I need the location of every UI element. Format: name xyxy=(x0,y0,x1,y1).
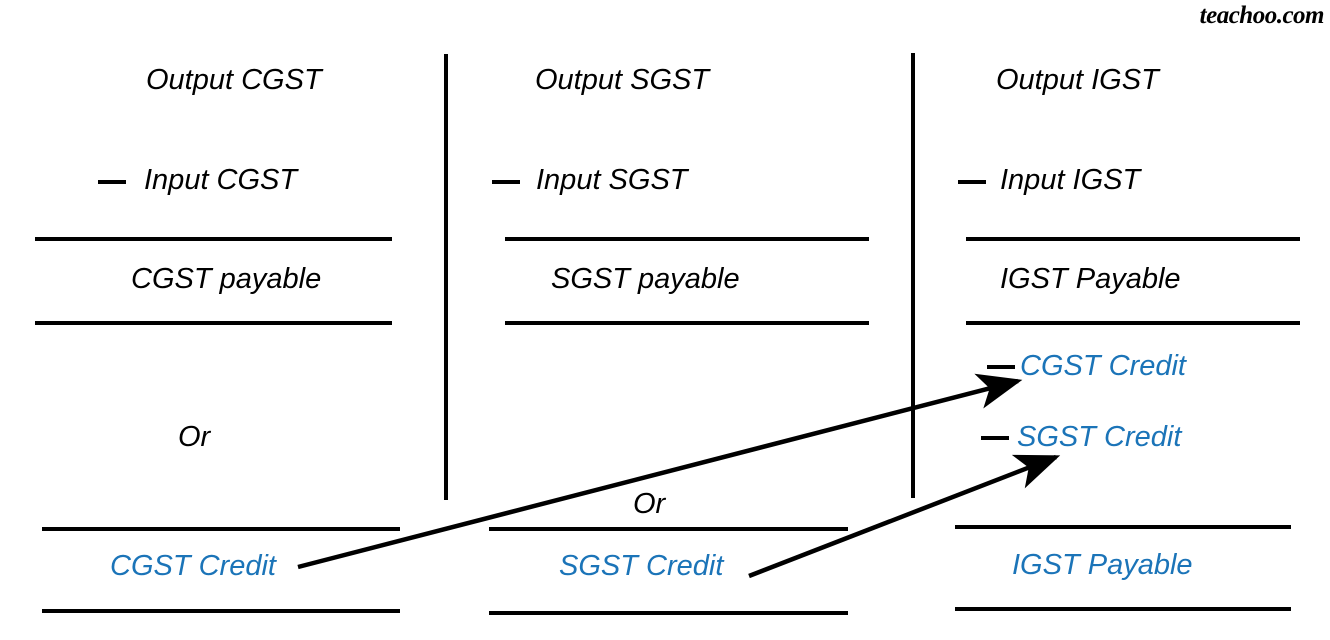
sgst-input-label: Input SGST xyxy=(536,164,688,196)
column-divider-2 xyxy=(911,53,915,498)
sgst-payable-label: SGST payable xyxy=(551,263,740,295)
igst-net-rule-bottom xyxy=(966,321,1300,325)
cgst-or-label: Or xyxy=(178,421,211,453)
minus-sign-icon-igst-cgst-credit xyxy=(987,365,1015,369)
cgst-input-label: Input CGST xyxy=(144,164,298,196)
igst-input-label: Input IGST xyxy=(1000,164,1141,196)
cgst-payable-label: CGST payable xyxy=(131,263,322,295)
arrow-sgst-credit-to-igst xyxy=(748,454,1061,579)
igst-final-rule-bottom xyxy=(955,607,1291,611)
sgst-credit-rule-bottom xyxy=(489,611,848,615)
minus-sign-icon-igst-sgst-credit xyxy=(981,436,1009,440)
watermark-teachoo: teachoo.com xyxy=(1199,2,1325,29)
cgst-credit-label: CGST Credit xyxy=(110,550,276,582)
minus-sign-icon-cgst xyxy=(98,180,126,184)
igst-sgst-credit-label: SGST Credit xyxy=(1017,421,1182,453)
cgst-credit-rule-top xyxy=(42,527,400,531)
sgst-net-rule-top xyxy=(505,237,869,241)
sgst-net-rule-bottom xyxy=(505,321,869,325)
igst-final-rule-top xyxy=(955,525,1291,529)
column-divider-1 xyxy=(444,54,448,500)
cgst-output-label: Output CGST xyxy=(146,64,322,96)
igst-cgst-credit-label: CGST Credit xyxy=(1020,350,1186,382)
igst-net-rule-top xyxy=(966,237,1300,241)
arrow-cgst-credit-to-igst xyxy=(297,373,1023,570)
sgst-credit-label: SGST Credit xyxy=(559,550,724,582)
minus-sign-icon-sgst xyxy=(492,180,520,184)
sgst-output-label: Output SGST xyxy=(535,64,710,96)
sgst-or-label: Or xyxy=(633,488,666,520)
igst-payable-label: IGST Payable xyxy=(1000,263,1181,295)
sgst-credit-rule-top xyxy=(489,527,848,531)
cgst-credit-rule-bottom xyxy=(42,609,400,613)
igst-final-payable-label: IGST Payable xyxy=(1012,549,1193,581)
minus-sign-icon-igst xyxy=(958,180,986,184)
igst-output-label: Output IGST xyxy=(996,64,1159,96)
cgst-net-rule-bottom xyxy=(35,321,392,325)
cgst-net-rule-top xyxy=(35,237,392,241)
